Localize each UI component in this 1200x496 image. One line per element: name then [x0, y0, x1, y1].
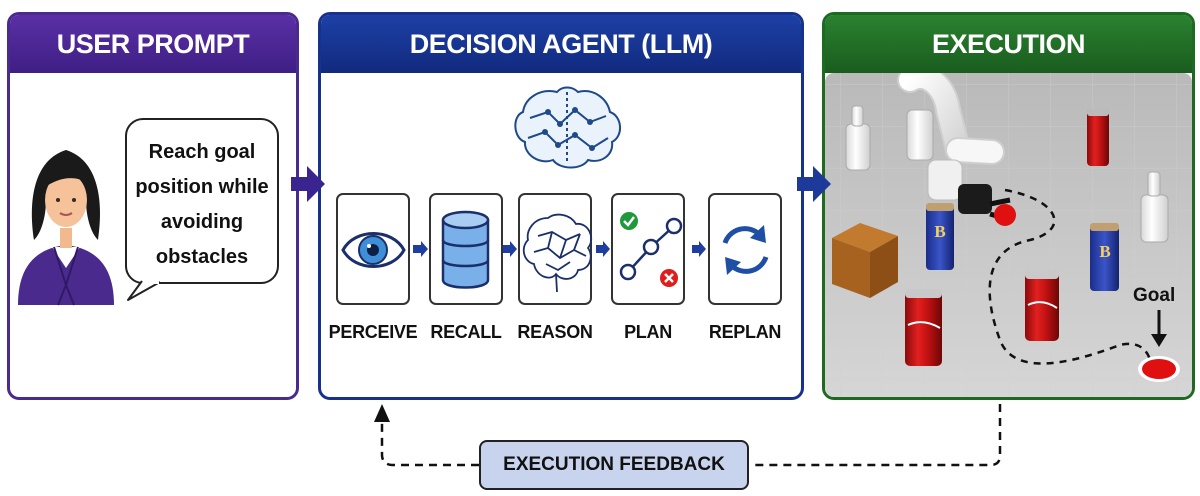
step-replan-box: [708, 193, 782, 305]
brain-icon: [514, 86, 621, 169]
step-arrow: [596, 241, 610, 257]
step-replan-label: REPLAN: [708, 322, 782, 342]
eye-icon: [341, 232, 406, 268]
goal-marker: [1138, 310, 1180, 382]
user-prompt-text: Reach goal position while avoiding obsta…: [120, 135, 284, 275]
speech-bubble-tail: [127, 280, 161, 301]
feedback-loop-line: [380, 404, 1002, 467]
cola-can: [1025, 271, 1059, 341]
energy-can: B: [926, 203, 954, 270]
step-connector-arrows: [413, 241, 706, 257]
feedback-arrow-head: [374, 404, 390, 422]
path-plan-icon: [619, 212, 683, 287]
bottle: [845, 105, 871, 171]
bottle: [1140, 171, 1169, 243]
step-perceive-label: PERCEIVE: [328, 322, 418, 342]
step-arrow: [692, 241, 706, 257]
robot-scene: B B: [825, 73, 1192, 397]
cola-can: [1087, 109, 1109, 166]
step-arrow: [413, 241, 428, 257]
step-plan-label: PLAN: [624, 322, 672, 342]
neural-network-icon: [522, 213, 593, 293]
speech-bubble: [125, 118, 279, 284]
robot-arm: [897, 73, 1016, 226]
step-arrow: [503, 241, 517, 257]
database-icon: [441, 210, 490, 289]
decision-agent-title: DECISION AGENT (LLM): [321, 15, 801, 73]
wooden-box: [832, 223, 898, 298]
step-recall-label: RECALL: [430, 322, 502, 342]
robot-path: [988, 188, 1152, 365]
refresh-cycle-icon: [722, 225, 769, 275]
execution-feedback-box: EXECUTION FEEDBACK: [479, 440, 749, 490]
bottle: [906, 109, 934, 161]
goal-label: Goal: [1133, 285, 1176, 306]
flow-arrow-agent-to-exec: [797, 166, 831, 202]
cola-can: [905, 289, 942, 366]
prompt-line: Reach goal: [148, 141, 256, 163]
flow-arrow-user-to-agent: [291, 166, 325, 202]
svg-text:B: B: [1099, 242, 1110, 261]
step-reason-label: REASON: [517, 322, 593, 342]
step-reason-box: [518, 193, 592, 305]
user-avatar: [18, 150, 114, 306]
energy-can: B: [1090, 223, 1119, 291]
prompt-line: obstacles: [155, 246, 249, 268]
prompt-line: avoiding: [160, 211, 244, 233]
svg-text:B: B: [934, 222, 945, 241]
prompt-line: position while: [135, 176, 269, 198]
execution-title: EXECUTION: [825, 15, 1192, 73]
user-prompt-title: USER PROMPT: [10, 15, 296, 73]
